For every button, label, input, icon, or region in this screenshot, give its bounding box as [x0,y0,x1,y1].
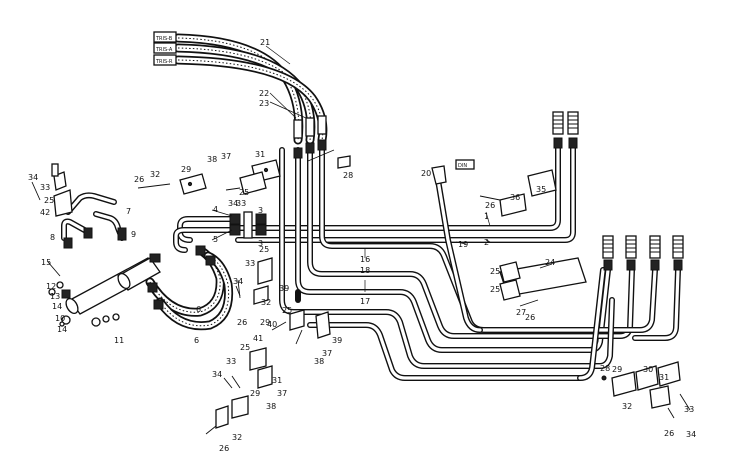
label-16: 16 [360,255,370,264]
label-23: 23 [259,99,269,108]
label-25g: 25 [240,343,250,352]
label-6b: 6 [194,336,199,345]
hose-tag-3 [153,54,177,66]
label-34c: 34 [233,277,243,286]
label-39b: 39 [332,336,342,345]
label-25b: 25 [239,188,249,197]
label-31b: 31 [659,373,669,382]
label-15: 15 [41,258,51,267]
label-26d: 26 [525,313,535,322]
label-5: 5 [213,235,218,244]
label-26c: 26 [237,318,247,327]
label-28a: 28 [343,171,353,180]
label-14b: 14 [57,325,67,334]
label-33c: 33 [226,357,236,366]
din-fitting-text: DIN [458,163,467,169]
label-14a: 14 [52,302,62,311]
label-20: 20 [421,169,431,178]
hose-tag-1-text: TRIS-B [155,36,173,42]
label-36: 36 [510,193,520,202]
label-38c: 38 [266,402,276,411]
hose-tag-1 [153,31,177,43]
hydraulic-cylinder [48,163,216,327]
label-38a: 38 [207,155,217,164]
label-33b: 33 [245,259,255,268]
label-26a: 26 [134,175,144,184]
label-31c: 31 [272,376,282,385]
clamp-blocks: DIN [137,155,691,435]
part-labels: 1 2 3 3 4 5 6 6 7 8 9 10 11 12 13 14 14 … [28,38,696,453]
din-fitting-body [455,159,475,170]
spring-guards [552,111,684,271]
label-33d: 33 [684,405,694,414]
label-32b: 32 [261,298,271,307]
label-25c: 25 [490,267,500,276]
label-32d: 32 [622,402,632,411]
label-34e: 34 [686,430,696,439]
label-26b: 26 [485,201,495,210]
label-25a: 25 [44,196,54,205]
label-26f: 26 [664,429,674,438]
label-17: 17 [360,297,370,306]
rigid-pipes [61,145,681,381]
label-32c: 32 [232,433,242,442]
label-42: 42 [40,208,50,217]
label-29d: 29 [260,318,270,327]
label-4: 4 [213,205,218,214]
label-8: 8 [50,233,55,242]
label-32a: 32 [150,170,160,179]
label-25e: 25 [259,245,269,254]
label-25d: 25 [490,285,500,294]
label-3b: 3 [258,239,263,248]
label-29c: 29 [250,389,260,398]
label-37c: 37 [277,389,287,398]
label-28b: 28 [600,364,610,373]
hose-tag-3-text: TRIS-R [155,59,173,65]
label-29a: 29 [181,165,191,174]
leader-lines [211,45,553,292]
label-21: 21 [260,38,270,47]
label-19: 19 [458,240,468,249]
tee-fittings [229,211,267,239]
label-2: 2 [484,238,489,247]
label-11: 11 [114,336,124,345]
label-30: 30 [643,365,653,374]
label-10: 10 [55,314,65,323]
label-12: 12 [46,282,56,291]
label-39a: 39 [279,284,289,293]
label-38b: 38 [314,357,324,366]
label-40: 40 [267,320,277,329]
label-33a: 33 [40,183,50,192]
label-1: 1 [484,212,489,221]
label-9: 9 [131,230,136,239]
label-34a: 34 [28,173,38,182]
label-34b: 34 [228,199,238,208]
label-35: 35 [536,185,546,194]
label-27: 27 [516,308,526,317]
label-25f: 25 [282,306,292,315]
label-37a: 37 [221,152,231,161]
label-13: 13 [50,292,60,301]
label-37b: 37 [322,349,332,358]
label-31a: 31 [255,150,265,159]
label-24: 24 [545,258,555,267]
label-29b: 29 [612,365,622,374]
label-6a: 6 [196,305,201,314]
hose-tag-2-text: TRIS-A [155,47,173,53]
label-7: 7 [126,207,131,216]
label-41: 41 [253,334,263,343]
label-33e: 33 [236,199,246,208]
label-18: 18 [360,266,370,275]
hose-tags: TRIS-B TRIS-A TRIS-R [153,31,327,159]
label-26e: 26 [219,444,229,453]
bolts [31,181,287,389]
hose-tag-2 [153,42,177,54]
label-22: 22 [259,89,269,98]
label-34d: 34 [212,370,222,379]
label-3a: 3 [258,206,263,215]
